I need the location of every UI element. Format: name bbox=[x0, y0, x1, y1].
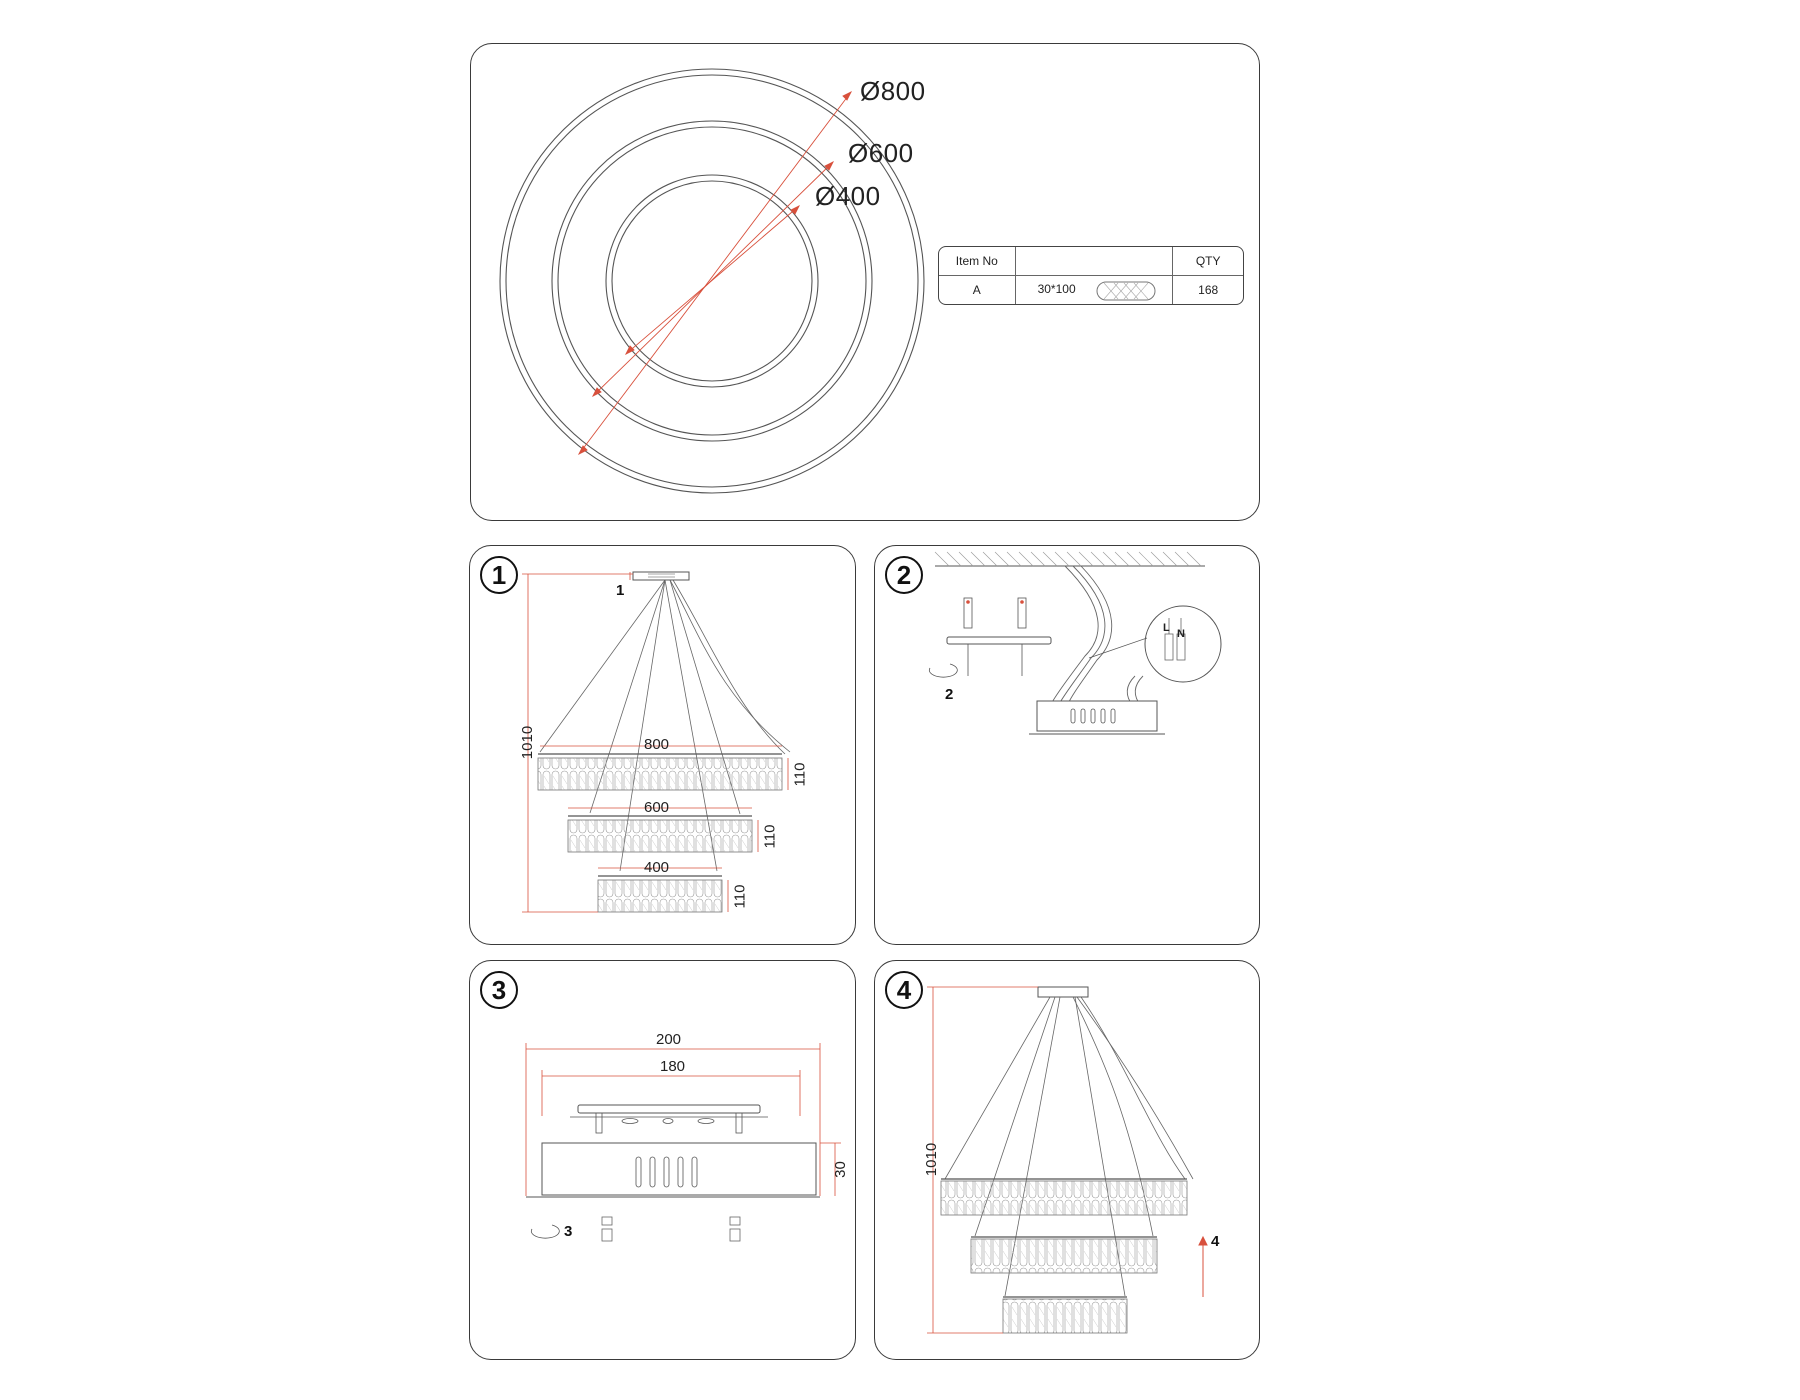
step-3-callout: 3 bbox=[564, 1223, 573, 1240]
diameter-600-label: Ø600 bbox=[848, 138, 914, 168]
step-4-callout: 4 bbox=[1211, 1233, 1220, 1250]
ring-800-width-label: 800 bbox=[644, 736, 670, 753]
dim-line-400 bbox=[625, 205, 800, 355]
height-label: 1010 bbox=[519, 725, 537, 760]
step-4-panel: 4 bbox=[874, 960, 1260, 1360]
ring-800-height-label: 110 bbox=[791, 762, 809, 787]
step-2-drawing bbox=[928, 551, 1222, 735]
ring-400-side bbox=[597, 875, 723, 913]
parts-table: Item No QTY A 30*100 168 bbox=[938, 246, 1244, 305]
diameter-800-label: Ø800 bbox=[860, 76, 926, 106]
dim-line-800 bbox=[578, 91, 852, 455]
ring-600-side bbox=[567, 815, 753, 853]
step-1-panel: 1 bbox=[469, 545, 856, 945]
step-3-panel: 3 bbox=[469, 960, 856, 1360]
ring-800-outer bbox=[499, 68, 925, 494]
cell-qty: 168 bbox=[1198, 283, 1219, 297]
header-image bbox=[1015, 247, 1174, 276]
step-1-callout: 1 bbox=[616, 582, 625, 599]
ring-600-outer bbox=[551, 120, 873, 442]
ring-400-width-label: 400 bbox=[644, 859, 670, 876]
header-qty: QTY bbox=[1173, 247, 1243, 276]
box-height-label: 30 bbox=[831, 1161, 849, 1178]
table-header-row: Item No QTY bbox=[939, 247, 1243, 276]
step-2-callout: 2 bbox=[945, 686, 954, 703]
ring-800-side bbox=[537, 753, 783, 791]
cell-size: 30*100 bbox=[1016, 276, 1174, 304]
ring-plan-drawing bbox=[499, 68, 925, 494]
height-label: 1010 bbox=[923, 1142, 941, 1177]
overview-panel: Ø800 Ø600 Ø400 Item No QTY A 30*100 bbox=[470, 43, 1260, 521]
ring-800-inner bbox=[505, 74, 919, 488]
step-2-panel: 2 bbox=[874, 545, 1260, 945]
ring-600-height-label: 110 bbox=[761, 824, 779, 849]
cell-item: A bbox=[939, 276, 1016, 304]
diameter-400-label: Ø400 bbox=[815, 181, 881, 211]
step-4-number: 4 bbox=[885, 971, 923, 1009]
header-item-no: Item No bbox=[939, 247, 1016, 276]
ring-600-width-label: 600 bbox=[644, 799, 670, 816]
step-1-number: 1 bbox=[480, 556, 518, 594]
cell-size-text: 30*100 bbox=[1037, 282, 1076, 296]
step-3-drawing bbox=[525, 1043, 841, 1242]
outer-width-label: 200 bbox=[656, 1031, 682, 1048]
live-wire-label: L bbox=[1163, 622, 1170, 634]
step-1-drawing bbox=[522, 571, 791, 913]
inner-width-label: 180 bbox=[660, 1058, 686, 1075]
ring-400-outer bbox=[605, 174, 819, 388]
step-2-number: 2 bbox=[885, 556, 923, 594]
step-4-drawing bbox=[927, 986, 1208, 1334]
ring-400-height-label: 110 bbox=[731, 884, 749, 909]
step-3-number: 3 bbox=[480, 971, 518, 1009]
table-row: A 30*100 168 bbox=[939, 276, 1243, 304]
crystal-bead-icon bbox=[1096, 281, 1156, 301]
ring-400-inner bbox=[611, 180, 813, 382]
ring-600-inner bbox=[557, 126, 867, 436]
neutral-wire-label: N bbox=[1177, 628, 1185, 640]
